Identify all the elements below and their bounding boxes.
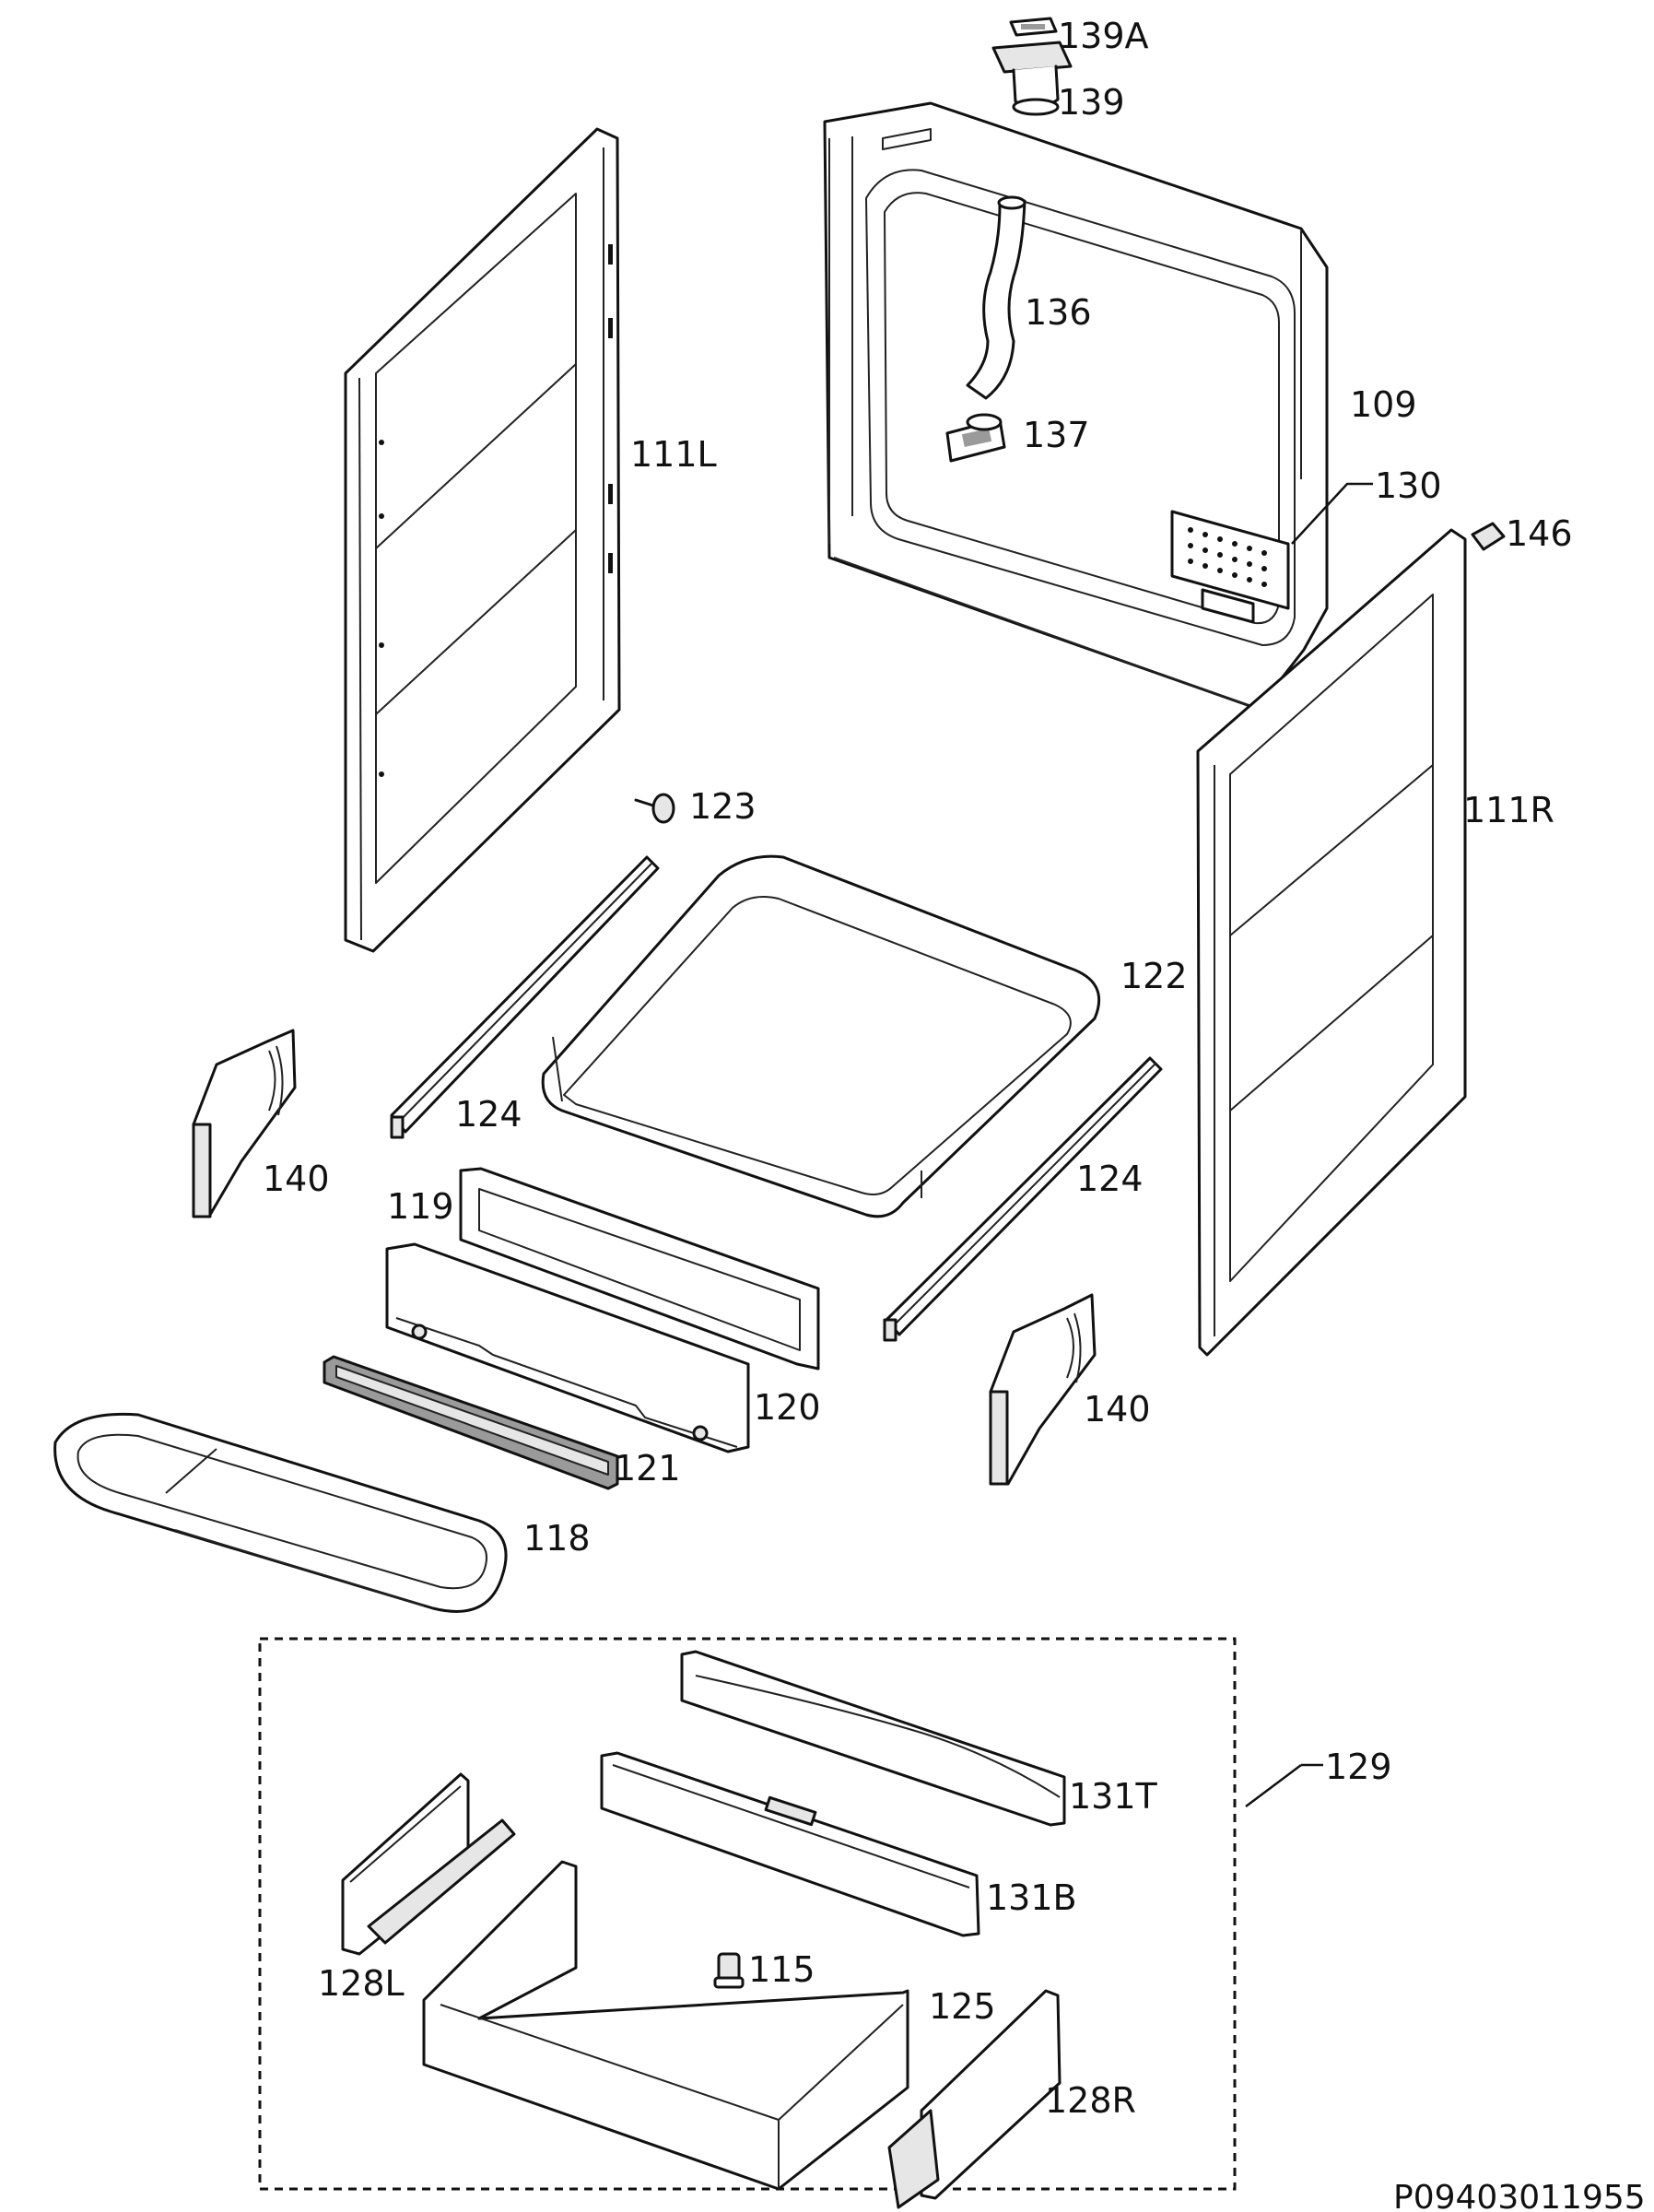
label-119: 119 (387, 1186, 454, 1227)
label-123: 123 (689, 786, 757, 827)
label-122: 122 (1120, 956, 1188, 996)
part-128l-left-bracket (341, 1772, 516, 1956)
part-115-foot (713, 1952, 745, 1989)
part-122-drawer-tray (541, 854, 1101, 1218)
assembly-129-boundary (258, 1637, 1237, 2191)
part-146-clip (1471, 522, 1506, 551)
label-111r: 111R (1463, 790, 1554, 830)
part-120-drawer-front (385, 1242, 750, 1453)
label-120: 120 (754, 1387, 821, 1428)
part-140-right-hinge (989, 1293, 1097, 1486)
label-136: 136 (1025, 292, 1092, 333)
part-123-screw (634, 793, 675, 824)
label-129: 129 (1325, 1747, 1392, 1787)
part-139a-bracket (1009, 17, 1058, 37)
label-115: 115 (748, 1949, 815, 1990)
part-140-left-hinge (192, 1029, 297, 1218)
part-139-vent-coupling (991, 41, 1073, 116)
label-140-left: 140 (263, 1159, 330, 1199)
label-146: 146 (1506, 513, 1573, 554)
label-118: 118 (523, 1518, 591, 1559)
part-125-base-frame (422, 1860, 909, 2191)
part-124-right-slide-rail (883, 1056, 1163, 1342)
label-128r: 128R (1045, 2080, 1136, 2121)
part-119-inner-drawer-panel (459, 1167, 820, 1371)
part-124-left-slide-rail (390, 855, 660, 1139)
part-130-grille (1170, 510, 1290, 624)
label-139: 139 (1058, 82, 1125, 123)
part-111l-left-side-panel (344, 127, 621, 953)
part-136-hose (966, 195, 1026, 400)
part-128r-right-bracket (887, 1989, 1062, 2209)
label-131t: 131T (1069, 1776, 1158, 1817)
label-140-right: 140 (1084, 1389, 1151, 1430)
label-130: 130 (1375, 465, 1442, 506)
label-131b: 131B (986, 1877, 1077, 1918)
label-121: 121 (614, 1448, 681, 1488)
part-137-gasket (945, 413, 1006, 463)
label-128l: 128L (318, 1963, 405, 2004)
label-125: 125 (929, 1986, 996, 2027)
label-124-right: 124 (1076, 1159, 1144, 1199)
part-111r-right-side-panel (1196, 528, 1467, 1357)
label-109: 109 (1350, 384, 1417, 425)
label-124-left: 124 (455, 1094, 522, 1135)
part-131t-top-bar (680, 1650, 1066, 1827)
label-137: 137 (1023, 415, 1090, 455)
label-139a: 139A (1058, 16, 1149, 56)
part-121-handle-strip (323, 1355, 619, 1490)
part-131b-back-bar (600, 1751, 980, 1937)
label-111l: 111L (630, 434, 717, 475)
drawing-code: P09403011955 (1393, 2179, 1646, 2212)
leader-130 (1291, 482, 1373, 545)
part-118-lower-tray (53, 1412, 508, 1613)
leader-129 (1245, 1764, 1302, 1807)
